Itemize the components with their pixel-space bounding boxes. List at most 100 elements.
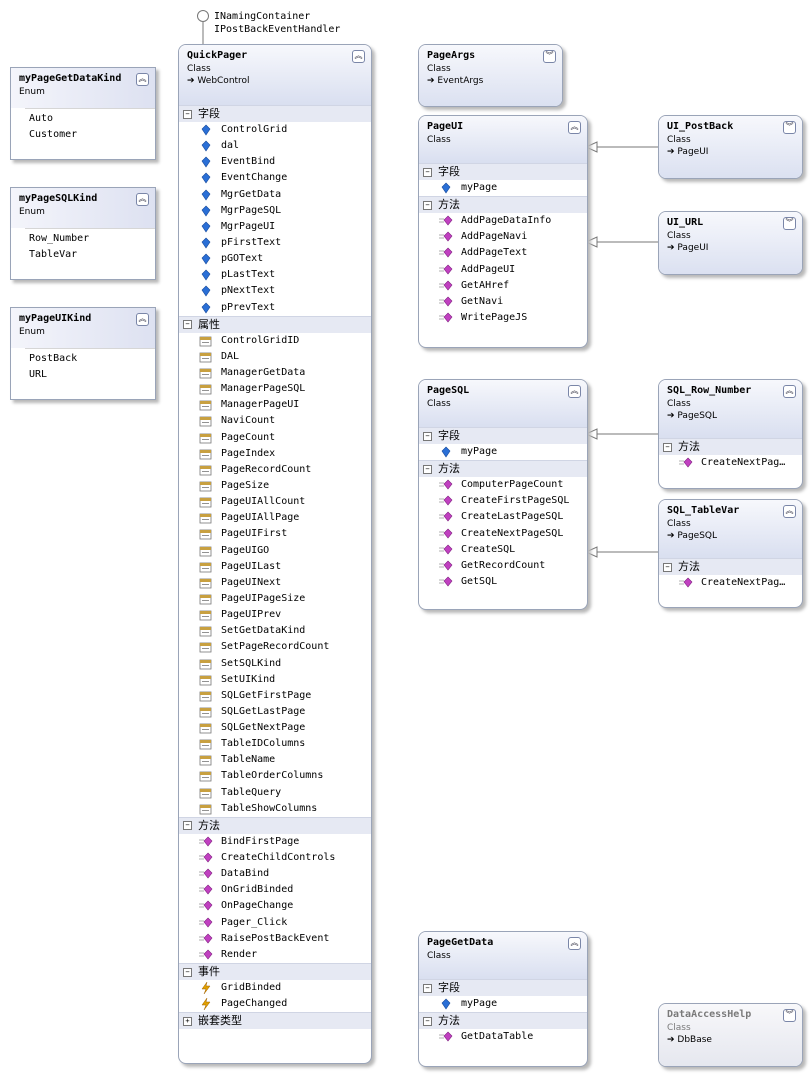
member-row[interactable]: Pager_Click [179, 915, 371, 931]
member-row[interactable]: GridBinded [179, 980, 371, 996]
expand-icon[interactable]: + [183, 1016, 192, 1026]
member-row[interactable]: GetDataTable [419, 1029, 587, 1045]
collapse-icon[interactable]: ︽ [568, 937, 581, 950]
section-header[interactable]: −方法 [419, 460, 587, 478]
member-row[interactable]: CreateNextPag… [659, 575, 802, 591]
member-row[interactable]: SQLGetNextPage [179, 720, 371, 736]
member-row[interactable]: CreateLastPageSQL [419, 509, 587, 525]
section-header[interactable]: −事件 [179, 963, 371, 981]
member-row[interactable]: SetSQLKind [179, 656, 371, 672]
member-row[interactable]: DAL [179, 349, 371, 365]
member-row[interactable]: TableName [179, 752, 371, 768]
section-header[interactable]: −字段 [419, 163, 587, 180]
member-row[interactable]: CreateFirstPageSQL [419, 493, 587, 509]
member-row[interactable]: PageUIGO [179, 543, 371, 559]
member-row[interactable]: AddPageUI [419, 262, 587, 278]
section-header[interactable]: −方法 [179, 816, 371, 834]
section-header[interactable]: −方法 [419, 1012, 587, 1030]
member-row[interactable]: pPrevText [179, 300, 371, 316]
enum-my-page-get-data-kind[interactable]: myPageGetDataKind Enum ︽ Auto Customer [10, 67, 156, 160]
member-row[interactable]: PageUIPageSize [179, 591, 371, 607]
member-row[interactable]: PageIndex [179, 446, 371, 462]
member-row[interactable]: PageChanged [179, 996, 371, 1012]
member-row[interactable]: ControlGrid [179, 122, 371, 138]
member-row[interactable]: PageRecordCount [179, 462, 371, 478]
enum-my-page-sql-kind[interactable]: myPageSQLKind Enum ︽ Row_Number TableVar [10, 187, 156, 280]
collapse-icon[interactable]: − [423, 1016, 432, 1026]
member-row[interactable]: pNextText [179, 283, 371, 299]
member-row[interactable]: AddPageText [419, 245, 587, 261]
member-row[interactable]: myPage [419, 444, 587, 460]
member-row[interactable]: dal [179, 138, 371, 154]
member-row[interactable]: SetUIKind [179, 672, 371, 688]
member-row[interactable]: PageUILast [179, 559, 371, 575]
collapse-icon[interactable]: − [183, 821, 192, 831]
section-header[interactable]: +嵌套类型 [179, 1012, 371, 1030]
member-row[interactable]: pFirstText [179, 235, 371, 251]
collapse-icon[interactable]: ︽ [783, 385, 796, 398]
member-row[interactable]: pLastText [179, 267, 371, 283]
collapse-icon[interactable]: ︽ [568, 121, 581, 134]
collapse-icon[interactable]: − [183, 967, 192, 977]
member-row[interactable]: PageSize [179, 478, 371, 494]
collapse-icon[interactable]: ︽ [136, 73, 149, 86]
section-header[interactable]: −字段 [419, 979, 587, 996]
collapse-icon[interactable]: − [183, 109, 192, 119]
member-row[interactable]: myPage [419, 180, 587, 196]
member-row[interactable]: GetSQL [419, 574, 587, 590]
member-row[interactable]: WritePageJS [419, 310, 587, 326]
collapse-icon[interactable]: − [663, 442, 672, 452]
member-row[interactable]: Render [179, 947, 371, 963]
member-row[interactable]: CreateSQL [419, 542, 587, 558]
collapse-icon[interactable]: − [663, 562, 672, 572]
member-row[interactable]: DataBind [179, 866, 371, 882]
member-row[interactable]: SetGetDataKind [179, 623, 371, 639]
member-row[interactable]: PageUIFirst [179, 526, 371, 542]
member-row[interactable]: TableShowColumns [179, 801, 371, 817]
member-row[interactable]: PageUIAllPage [179, 510, 371, 526]
member-row[interactable]: ComputerPageCount [419, 477, 587, 493]
section-header[interactable]: −字段 [179, 105, 371, 122]
expand-icon[interactable]: ︾ [783, 217, 796, 230]
member-row[interactable]: OnGridBinded [179, 882, 371, 898]
member-row[interactable]: ManagerPageUI [179, 397, 371, 413]
section-header[interactable]: −属性 [179, 315, 371, 333]
member-row[interactable]: PageCount [179, 430, 371, 446]
member-row[interactable]: MgrGetData [179, 187, 371, 203]
collapse-icon[interactable]: ︽ [136, 193, 149, 206]
member-row[interactable]: NaviCount [179, 413, 371, 429]
member-row[interactable]: MgrPageUI [179, 219, 371, 235]
member-row[interactable]: GetAHref [419, 278, 587, 294]
collapse-icon[interactable]: − [423, 167, 432, 177]
section-header[interactable]: −方法 [659, 558, 802, 575]
member-row[interactable]: EventChange [179, 170, 371, 186]
expand-icon[interactable]: ︾ [543, 50, 556, 63]
member-row[interactable]: CreateNextPag… [659, 455, 802, 471]
class-page-args[interactable]: PageArgs Class ➔ EventArgs ︾ [418, 44, 563, 107]
member-row[interactable]: myPage [419, 996, 587, 1012]
member-row[interactable]: PageUIPrev [179, 607, 371, 623]
member-row[interactable]: SQLGetFirstPage [179, 688, 371, 704]
class-ui-url[interactable]: UI_URL Class ➔ PageUI ︾ [658, 211, 803, 275]
member-row[interactable]: TableQuery [179, 785, 371, 801]
member-row[interactable]: CreateNextPageSQL [419, 526, 587, 542]
collapse-icon[interactable]: − [423, 200, 432, 210]
member-row[interactable]: GetNavi [419, 294, 587, 310]
member-row[interactable]: PageUINext [179, 575, 371, 591]
section-header[interactable]: −方法 [659, 438, 802, 455]
member-row[interactable]: OnPageChange [179, 898, 371, 914]
member-row[interactable]: RaisePostBackEvent [179, 931, 371, 947]
member-row[interactable]: TableOrderColumns [179, 768, 371, 784]
member-row[interactable]: CreateChildControls [179, 850, 371, 866]
member-row[interactable]: pGOText [179, 251, 371, 267]
collapse-icon[interactable]: ︽ [568, 385, 581, 398]
expand-icon[interactable]: ︾ [783, 1009, 796, 1022]
member-row[interactable]: AddPageDataInfo [419, 213, 587, 229]
enum-my-page-ui-kind[interactable]: myPageUIKind Enum ︽ PostBack URL [10, 307, 156, 400]
expand-icon[interactable]: ︾ [783, 121, 796, 134]
